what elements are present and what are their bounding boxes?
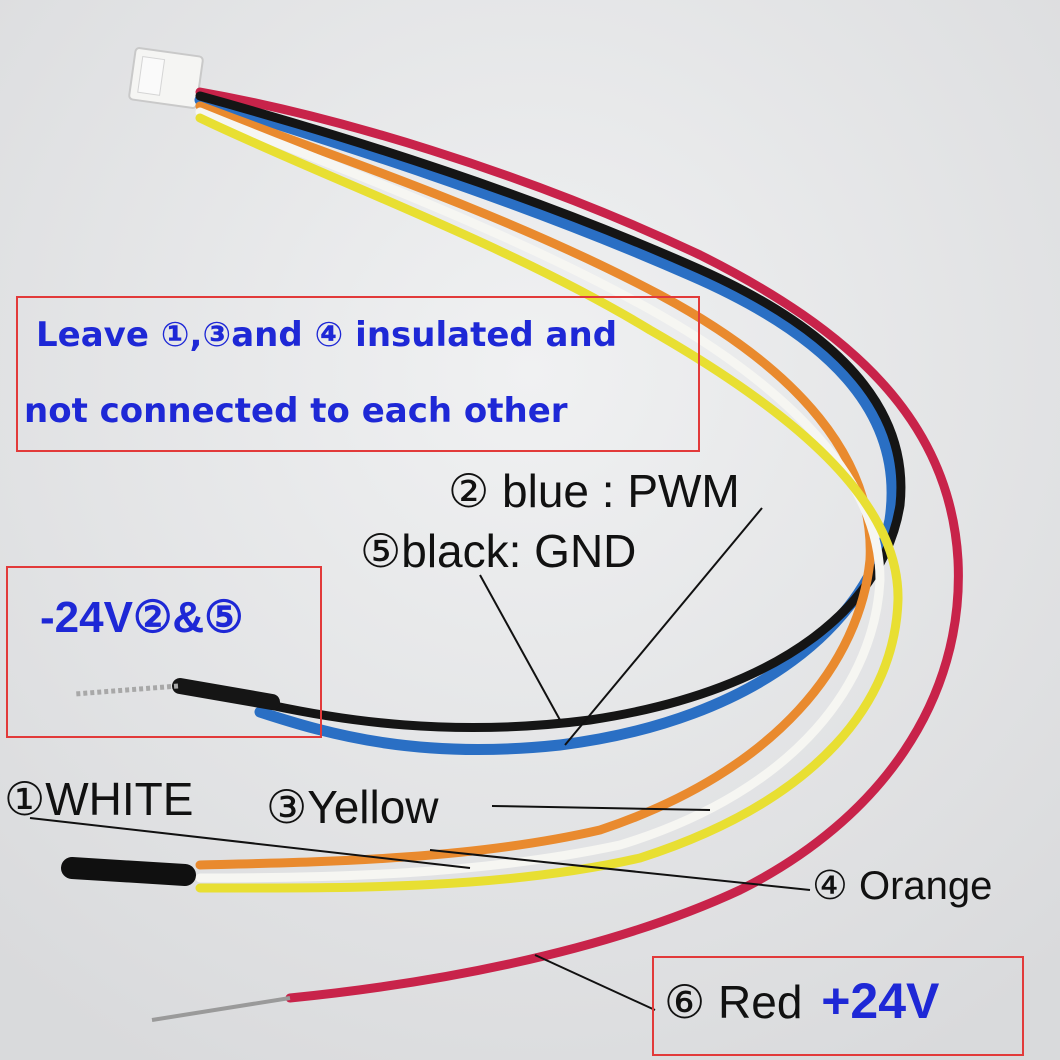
jst-connector (128, 47, 204, 109)
black-wire (195, 91, 906, 733)
twisted-tip-neg (74, 683, 179, 697)
label-orange: ④ Orange (812, 864, 993, 908)
negative-box (6, 566, 322, 738)
note-line-2: not connected to each other (24, 391, 568, 431)
leader-red (534, 954, 656, 1011)
label-white: ①WHITE (4, 773, 194, 825)
leader-orange (429, 849, 811, 891)
insulated-cap (61, 857, 196, 886)
label-black-gnd: ⑤black: GND (360, 525, 637, 577)
red-wire (195, 87, 963, 1003)
yellow-wire (195, 113, 903, 893)
leader-blue (564, 507, 763, 746)
label-red-voltage: +24V (821, 973, 940, 1029)
label-red: ⑥ Red +24V (664, 976, 939, 1026)
label-yellow: ③Yellow (266, 781, 439, 833)
leader-yellow (491, 805, 711, 811)
label-negative-24v: -24V②&⑤ (40, 593, 244, 642)
leader-white (29, 817, 471, 869)
leader-black (479, 574, 561, 721)
orange-wire (195, 101, 875, 870)
red-box (652, 956, 1024, 1056)
label-red-prefix: ⑥ Red (664, 976, 803, 1028)
note-box (16, 296, 700, 452)
note-line-1: Leave ①,③and ④ insulated and (36, 315, 618, 355)
white-wire (195, 107, 885, 883)
red-wire-tip (151, 996, 291, 1022)
black-blue-end (172, 678, 280, 710)
label-blue-pwm: ② blue : PWM (448, 465, 740, 517)
blue-wire (194, 94, 898, 756)
